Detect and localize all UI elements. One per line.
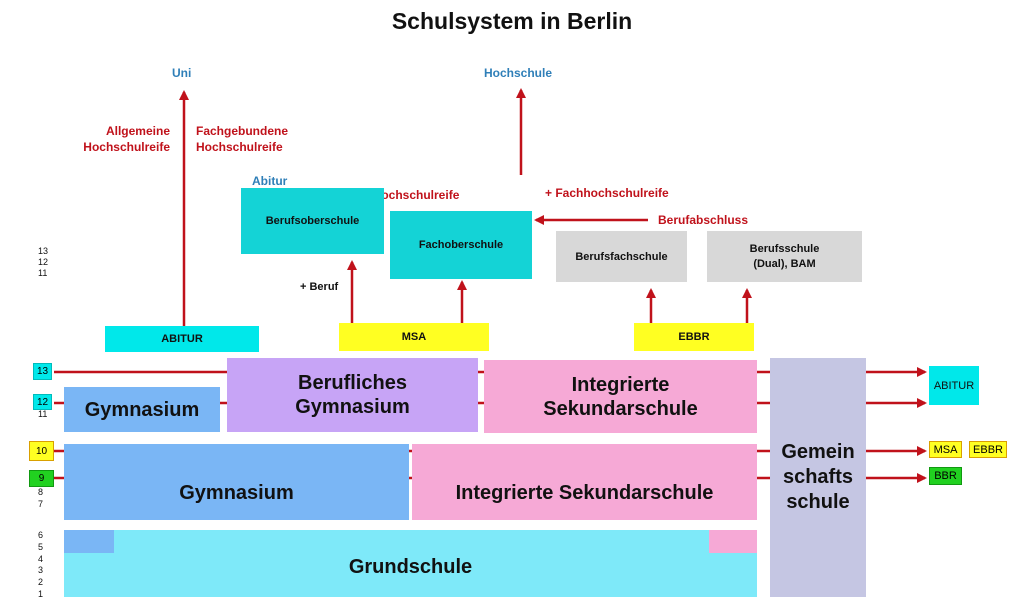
block-gymnasium-lower: Gymnasium (64, 444, 409, 520)
grade-label: 6 (38, 530, 44, 540)
grade-labels-lower-upper: 8 7 (38, 487, 43, 510)
box-berufsfachschule: Berufsfachschule (556, 231, 687, 282)
certificate-abitur: ABITUR (105, 326, 259, 352)
label-plus-beruf: + Beruf (300, 281, 339, 293)
grade-label: 7 (38, 498, 44, 509)
box-fachoberschule: Fachoberschule (390, 211, 532, 279)
page-title: Schulsystem in Berlin (391, 8, 633, 34)
grade-tag-13: 13 (33, 363, 52, 380)
grade-labels-lower: 6 5 4 3 2 1 (38, 530, 43, 601)
box-berufsschule: Berufsschule (Dual), BAM (707, 231, 862, 282)
grade-tag-11: 11 (38, 409, 48, 419)
box-berufsoberschule: Berufsoberschule (241, 188, 384, 254)
grade-label: 3 (38, 565, 44, 576)
certificate-msa: MSA (339, 323, 489, 351)
outcome-ebbr: EBBR (969, 441, 1007, 458)
block-grundschule-gymnasium-corner (64, 530, 114, 553)
grade-tag-10: 10 (29, 441, 54, 461)
label-uni: Uni (172, 66, 192, 80)
grade-label: 4 (38, 553, 44, 564)
grade-label: 11 (38, 268, 48, 278)
block-iss-lower: Integrierte Sekundarschule (412, 444, 757, 520)
label-berufabschluss: Berufabschluss (658, 213, 749, 227)
certificate-ebbr: EBBR (634, 323, 754, 351)
grade-label: 8 (38, 487, 44, 497)
block-gemeinschaftsschule: Gemein schafts schule (770, 358, 866, 597)
label-plus-fachhochschulreife: + Fachhochschulreife (545, 186, 669, 200)
grade-labels-upper: 13 12 11 (38, 246, 48, 279)
outcome-bbr: BBR (929, 467, 962, 485)
outcome-msa: MSA (929, 441, 962, 458)
block-grundschule-bg (64, 530, 757, 597)
label-hochschule: Hochschule (484, 66, 553, 80)
label-allgemeine-hochschulreife: Allgemeine Hochschulreife (83, 124, 170, 155)
block-berufliches-gymnasium: Berufliches Gymnasium (227, 358, 478, 432)
grade-label: 12 (38, 257, 49, 267)
grade-label: 2 (38, 577, 44, 588)
outcome-abitur: ABITUR (929, 366, 979, 405)
grade-label: 13 (38, 246, 49, 256)
grade-label: 5 (38, 541, 44, 552)
grade-label: 1 (38, 588, 44, 599)
block-grundschule: Grundschule (348, 556, 473, 578)
label-abitur-berufsoberschule: Abitur (252, 174, 288, 188)
grade-tag-12: 12 (33, 394, 52, 410)
block-grundschule-pink-corner (709, 530, 757, 553)
block-gymnasium-upper: Gymnasium (64, 387, 220, 432)
grade-tag-9: 9 (29, 470, 54, 487)
label-fachgebundene-hochschulreife: Fachgebundene Hochschulreife (196, 124, 289, 155)
block-iss-upper: Integrierte Sekundarschule (484, 360, 757, 433)
